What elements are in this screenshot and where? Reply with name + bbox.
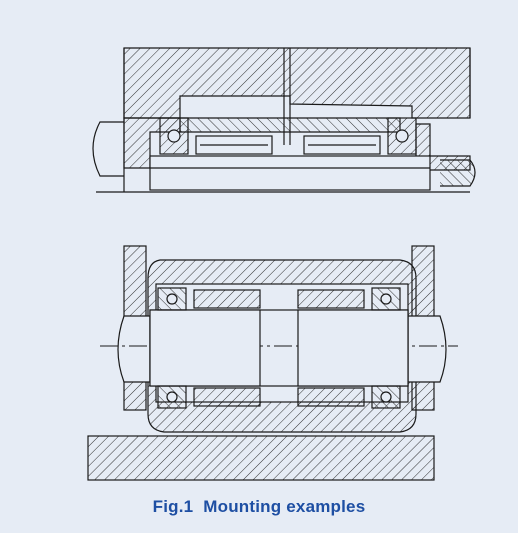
figure-caption: Fig.1 Mounting examples [0, 497, 518, 517]
top-mounting-example [92, 47, 476, 193]
figure-number: Fig.1 [152, 497, 194, 516]
figure-title: Mounting examples [203, 497, 366, 516]
bottom-mounting-example [87, 245, 458, 481]
